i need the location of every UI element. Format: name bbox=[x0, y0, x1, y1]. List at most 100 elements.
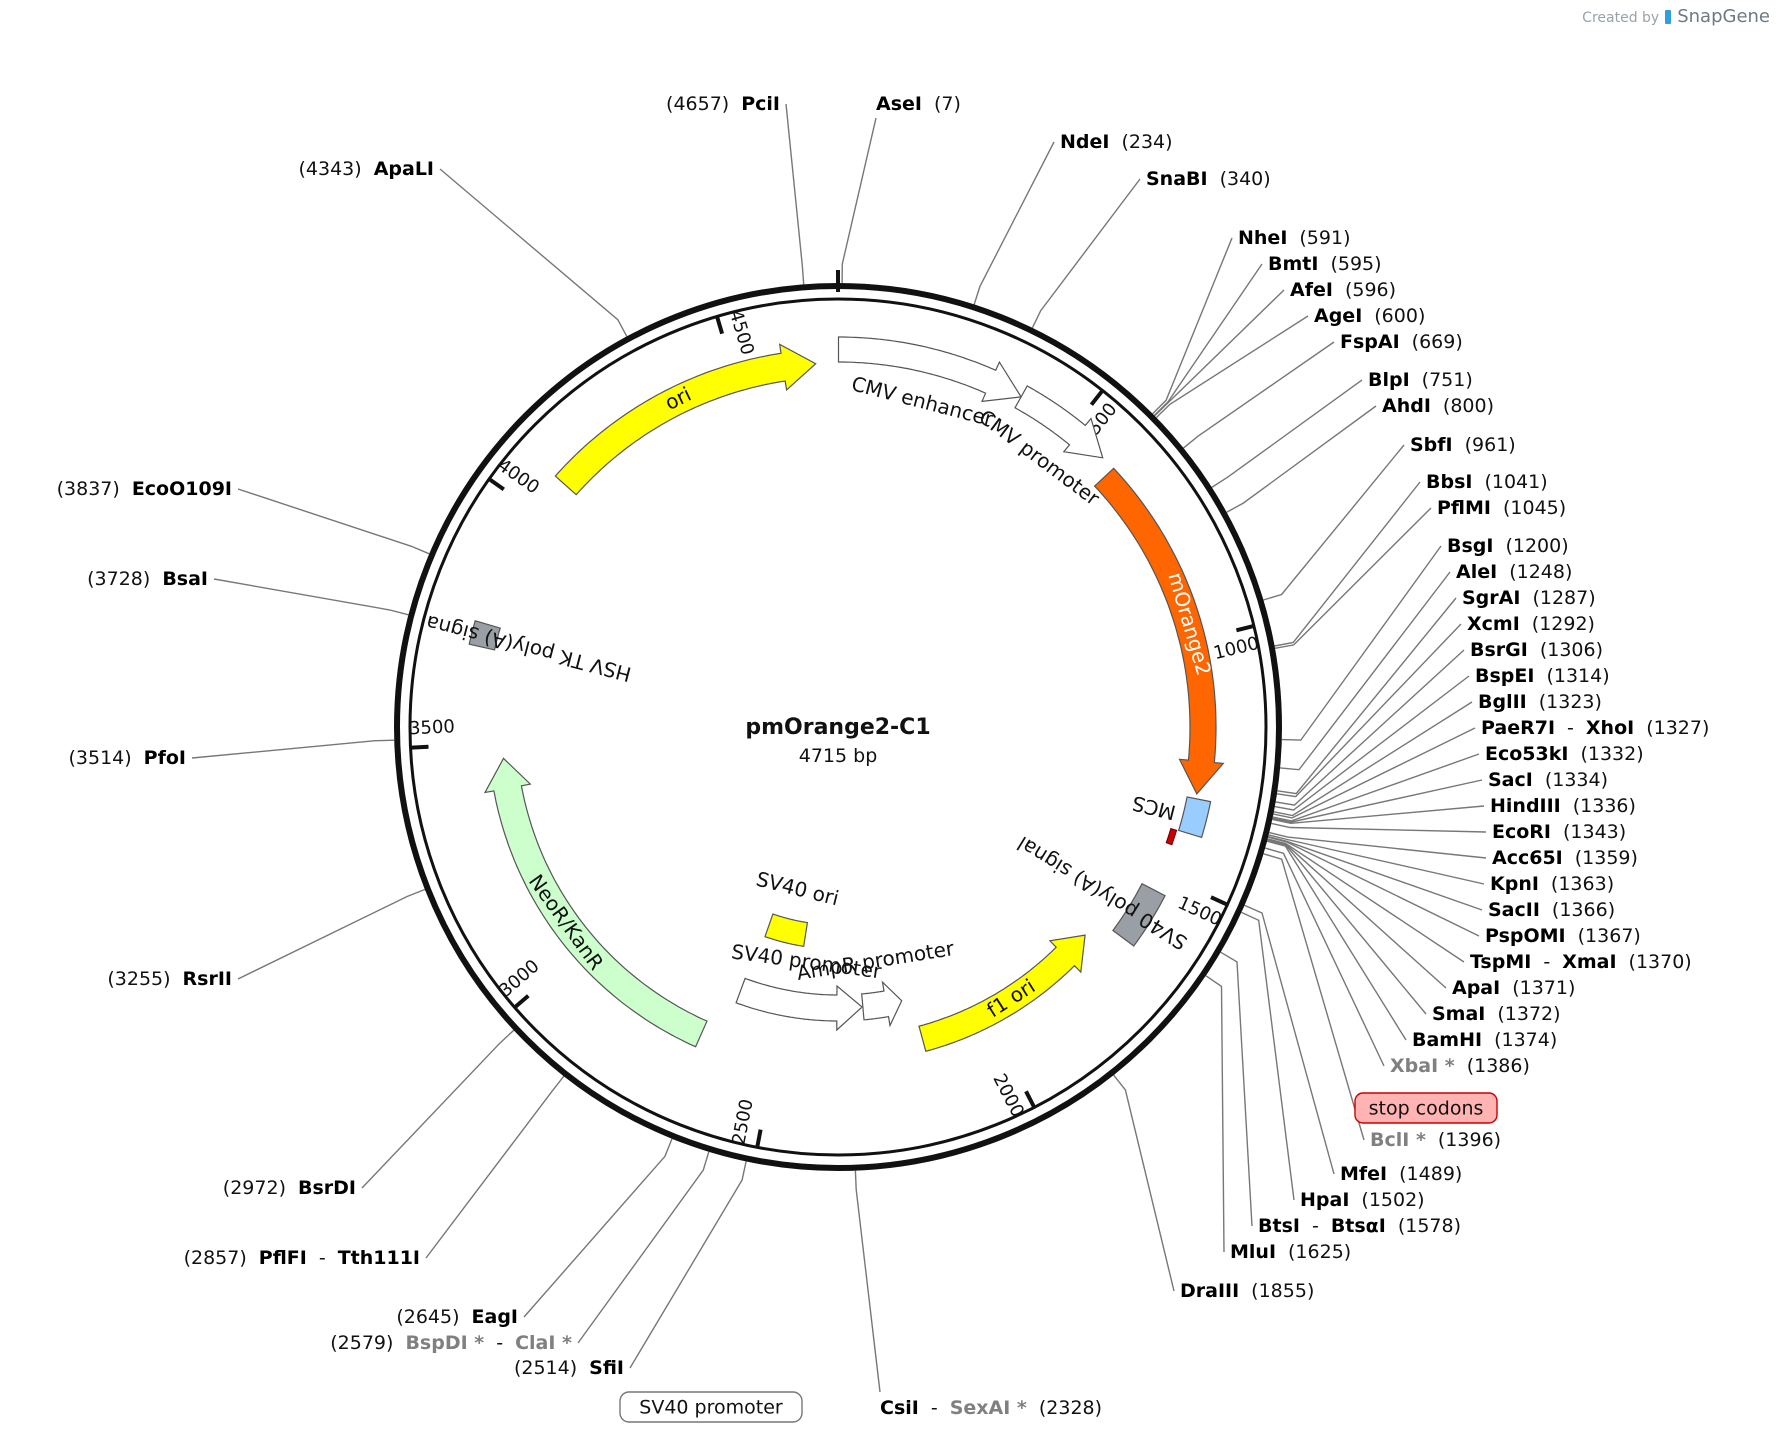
feature-shape[interactable] bbox=[918, 934, 1086, 1053]
enzyme-label[interactable]: HpaI(1502) bbox=[1300, 1189, 1425, 1211]
enzyme-site-csii[interactable]: CsiI-SexAI *(2328) bbox=[880, 1397, 1102, 1419]
enzyme-site-nhei[interactable]: NheI(591) bbox=[1238, 227, 1350, 249]
enzyme-site-agei[interactable]: AgeI(600) bbox=[1314, 305, 1425, 327]
feature-morange2[interactable]: mOrange2 bbox=[1093, 467, 1225, 795]
feature-shape[interactable] bbox=[1093, 467, 1225, 795]
feature-shape[interactable] bbox=[1014, 385, 1104, 459]
enzyme-site-apali[interactable]: (4343)ApaLI bbox=[299, 158, 435, 180]
enzyme-site-rsrii[interactable]: (3255)RsrII bbox=[107, 968, 232, 990]
enzyme-label[interactable]: (4657)PciI bbox=[666, 93, 780, 115]
enzyme-label[interactable]: SbfI(961) bbox=[1410, 434, 1516, 456]
enzyme-label[interactable]: AleI(1248) bbox=[1456, 561, 1572, 583]
enzyme-site-acc65i[interactable]: Acc65I(1359) bbox=[1492, 847, 1638, 869]
enzyme-label[interactable]: BtsI-BtsαI(1578) bbox=[1258, 1215, 1461, 1237]
enzyme-label[interactable]: (3255)RsrII bbox=[107, 968, 232, 990]
enzyme-label[interactable]: PaeR7I-XhoI(1327) bbox=[1481, 717, 1709, 739]
enzyme-label[interactable]: BclI *(1396) bbox=[1370, 1129, 1501, 1151]
enzyme-site-ecoo109i[interactable]: (3837)EcoO109I bbox=[57, 478, 232, 500]
enzyme-site-pfoi[interactable]: (3514)PfoI bbox=[68, 747, 186, 769]
enzyme-label[interactable]: SgrAI(1287) bbox=[1462, 587, 1596, 609]
enzyme-site-paer7i[interactable]: PaeR7I-XhoI(1327) bbox=[1481, 717, 1709, 739]
enzyme-label[interactable]: PflMI(1045) bbox=[1437, 497, 1566, 519]
enzyme-label[interactable]: FspAI(669) bbox=[1340, 331, 1463, 353]
enzyme-site-hpai[interactable]: HpaI(1502) bbox=[1300, 1189, 1425, 1211]
enzyme-site-mfei[interactable]: MfeI(1489) bbox=[1340, 1163, 1462, 1185]
enzyme-site-eagi[interactable]: (2645)EagI bbox=[396, 1306, 518, 1328]
enzyme-site-pflfi[interactable]: (2857)PflFI-Tth111I bbox=[184, 1247, 420, 1269]
enzyme-label[interactable]: ApaI(1371) bbox=[1452, 977, 1575, 999]
feature-cmv-promoter[interactable]: CMV promoter bbox=[975, 385, 1105, 511]
enzyme-label[interactable]: KpnI(1363) bbox=[1490, 873, 1614, 895]
enzyme-site-bsrdi[interactable]: (2972)BsrDI bbox=[223, 1177, 356, 1199]
enzyme-site-sfii[interactable]: (2514)SfiI bbox=[514, 1357, 624, 1379]
enzyme-label[interactable]: BsrGI(1306) bbox=[1470, 639, 1603, 661]
enzyme-site-draiii[interactable]: DraIII(1855) bbox=[1180, 1280, 1314, 1302]
enzyme-site-xbai[interactable]: XbaI *(1386) bbox=[1390, 1055, 1530, 1077]
enzyme-site-eco53ki[interactable]: Eco53kI(1332) bbox=[1485, 743, 1644, 765]
enzyme-label[interactable]: (3514)PfoI bbox=[68, 747, 186, 769]
enzyme-label[interactable]: BbsI(1041) bbox=[1426, 471, 1548, 493]
enzyme-label[interactable]: BspEI(1314) bbox=[1475, 665, 1610, 687]
enzyme-label[interactable]: HindIII(1336) bbox=[1490, 795, 1636, 817]
enzyme-site-bsgi[interactable]: BsgI(1200) bbox=[1447, 535, 1569, 557]
enzyme-label[interactable]: BsgI(1200) bbox=[1447, 535, 1569, 557]
enzyme-site-pcii[interactable]: (4657)PciI bbox=[666, 93, 780, 115]
feature-sv40-poly-a-signal[interactable]: SV40 poly(A) signal bbox=[1013, 831, 1191, 955]
enzyme-label[interactable]: (3837)EcoO109I bbox=[57, 478, 232, 500]
enzyme-site-afei[interactable]: AfeI(596) bbox=[1290, 279, 1396, 301]
enzyme-label[interactable]: XcmI(1292) bbox=[1467, 613, 1595, 635]
enzyme-site-ahdi[interactable]: AhdI(800) bbox=[1382, 395, 1494, 417]
enzyme-label[interactable]: AhdI(800) bbox=[1382, 395, 1494, 417]
enzyme-site-fspai[interactable]: FspAI(669) bbox=[1340, 331, 1463, 353]
enzyme-site-bsrgi[interactable]: BsrGI(1306) bbox=[1470, 639, 1603, 661]
enzyme-site-tspmi[interactable]: TspMI-XmaI(1370) bbox=[1470, 951, 1692, 973]
enzyme-label[interactable]: SacI(1334) bbox=[1488, 769, 1608, 791]
enzyme-label[interactable]: SmaI(1372) bbox=[1432, 1003, 1561, 1025]
enzyme-label[interactable]: BglII(1323) bbox=[1478, 691, 1602, 713]
enzyme-site-bmti[interactable]: BmtI(595) bbox=[1268, 253, 1382, 275]
enzyme-site-sacii[interactable]: SacII(1366) bbox=[1488, 899, 1615, 921]
enzyme-site-blpi[interactable]: BlpI(751) bbox=[1368, 369, 1473, 391]
enzyme-label[interactable]: BamHI(1374) bbox=[1412, 1029, 1557, 1051]
enzyme-label[interactable]: PspOMI(1367) bbox=[1485, 925, 1641, 947]
enzyme-label[interactable]: BmtI(595) bbox=[1268, 253, 1382, 275]
enzyme-site-bglii[interactable]: BglII(1323) bbox=[1478, 691, 1602, 713]
enzyme-label[interactable]: (2972)BsrDI bbox=[223, 1177, 356, 1199]
enzyme-site-pspomi[interactable]: PspOMI(1367) bbox=[1485, 925, 1641, 947]
feature-shape[interactable] bbox=[483, 757, 708, 1048]
enzyme-site-bspei[interactable]: BspEI(1314) bbox=[1475, 665, 1610, 687]
feature-shape[interactable] bbox=[837, 336, 1023, 403]
feature-shape[interactable] bbox=[735, 977, 864, 1032]
enzyme-label[interactable]: CsiI-SexAI *(2328) bbox=[880, 1397, 1102, 1419]
enzyme-site-bsai[interactable]: (3728)BsaI bbox=[87, 568, 208, 590]
enzyme-site-saci[interactable]: SacI(1334) bbox=[1488, 769, 1608, 791]
enzyme-label[interactable]: (2645)EagI bbox=[396, 1306, 518, 1328]
enzyme-label[interactable]: NheI(591) bbox=[1238, 227, 1350, 249]
enzyme-site-alei[interactable]: AleI(1248) bbox=[1456, 561, 1572, 583]
enzyme-label[interactable]: (2579)BspDI *-ClaI * bbox=[330, 1332, 572, 1354]
feature-shape[interactable] bbox=[1177, 796, 1212, 839]
enzyme-label[interactable]: Acc65I(1359) bbox=[1492, 847, 1638, 869]
feature-shape[interactable] bbox=[861, 980, 903, 1028]
enzyme-site-asei[interactable]: AseI(7) bbox=[876, 93, 961, 115]
enzyme-site-bbsi[interactable]: BbsI(1041) bbox=[1426, 471, 1548, 493]
enzyme-site-kpni[interactable]: KpnI(1363) bbox=[1490, 873, 1614, 895]
enzyme-site-snabi[interactable]: SnaBI(340) bbox=[1146, 168, 1271, 190]
enzyme-site-sgrai[interactable]: SgrAI(1287) bbox=[1462, 587, 1596, 609]
enzyme-label[interactable]: SnaBI(340) bbox=[1146, 168, 1271, 190]
feature-shape[interactable] bbox=[554, 343, 817, 496]
enzyme-label[interactable]: DraIII(1855) bbox=[1180, 1280, 1314, 1302]
feature-sv40-ori[interactable]: SV40 ori bbox=[754, 867, 842, 947]
enzyme-site-bspdi[interactable]: (2579)BspDI *-ClaI * bbox=[330, 1332, 572, 1354]
enzyme-label[interactable]: AseI(7) bbox=[876, 93, 961, 115]
enzyme-label[interactable]: SacII(1366) bbox=[1488, 899, 1615, 921]
enzyme-site-apai[interactable]: ApaI(1371) bbox=[1452, 977, 1575, 999]
sv40-promoter-pill[interactable]: SV40 promoter bbox=[619, 1391, 803, 1423]
enzyme-site-hindiii[interactable]: HindIII(1336) bbox=[1490, 795, 1636, 817]
enzyme-site-xcmi[interactable]: XcmI(1292) bbox=[1467, 613, 1595, 635]
enzyme-site-pflmi[interactable]: PflMI(1045) bbox=[1437, 497, 1566, 519]
feature-shape[interactable] bbox=[1112, 882, 1166, 947]
enzyme-site-smai[interactable]: SmaI(1372) bbox=[1432, 1003, 1561, 1025]
enzyme-site-sbfi[interactable]: SbfI(961) bbox=[1410, 434, 1516, 456]
enzyme-label[interactable]: (3728)BsaI bbox=[87, 568, 208, 590]
